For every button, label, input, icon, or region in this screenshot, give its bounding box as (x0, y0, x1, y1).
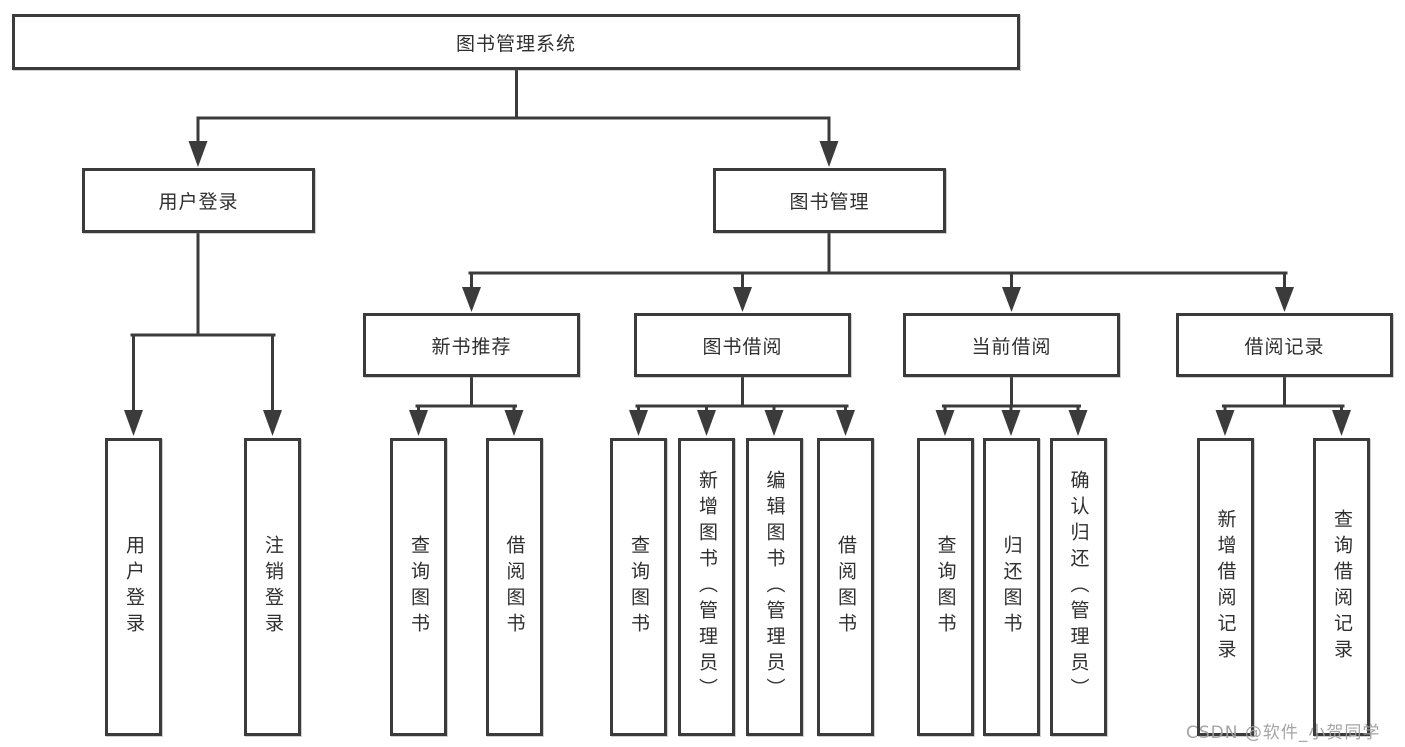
node-label: 查询图书 (628, 535, 650, 639)
node-book-borrowing: 图书借阅 (634, 313, 851, 377)
node-label: 借阅图书 (835, 535, 857, 639)
node-label: 图书借阅 (702, 335, 783, 358)
arrowheads-user-login (124, 410, 282, 436)
leaf-borrowing-add-books-admin: 新增图书（管理员） (678, 438, 735, 736)
connector-group-user-login (130, 231, 276, 414)
node-new-book-recommend: 新书推荐 (363, 313, 580, 377)
arrowheads-level3 (462, 287, 1294, 312)
node-label: 新增借阅记录 (1214, 509, 1237, 665)
leaf-borrowing-query-books: 查询图书 (610, 438, 667, 736)
leaf-logout-login: 注销登录 (244, 438, 301, 736)
node-user-login: 用户登录 (82, 168, 315, 233)
node-label: 注销登录 (262, 535, 284, 639)
node-book-management: 图书管理 (713, 168, 946, 233)
node-label: 新增图书（管理员） (696, 470, 718, 704)
node-label: 用户登录 (158, 191, 239, 213)
node-borrowing-records: 借阅记录 (1176, 313, 1393, 377)
node-label: 查询图书 (408, 535, 430, 639)
arrowheads-level2 (188, 141, 839, 167)
leaf-current-query-books: 查询图书 (916, 438, 974, 736)
leaf-current-return-books: 归还图书 (982, 438, 1040, 736)
arrowheads-leaves (409, 410, 1351, 436)
connector-group-root-to-level2 (196, 68, 831, 145)
node-label: 借阅图书 (503, 535, 526, 639)
node-current-borrowing: 当前借阅 (903, 313, 1120, 377)
csdn-watermark: CSDN @软件_小贺同学 (1186, 723, 1381, 743)
node-label: 查询图书 (934, 535, 957, 639)
node-label: 新书推荐 (431, 335, 512, 358)
node-label: 图书管理 (789, 191, 870, 213)
node-label: 确认归还（管理员） (1067, 470, 1090, 704)
node-label: 查询借阅记录 (1331, 509, 1353, 665)
connector-group-leaf-branches (415, 375, 1345, 414)
node-label: 当前借阅 (971, 335, 1052, 358)
node-library-management-system: 图书管理系统 (12, 14, 1020, 70)
leaf-borrowing-borrow-books: 借阅图书 (817, 438, 874, 736)
node-label: 用户登录 (123, 535, 145, 639)
leaf-records-add-record: 新增借阅记录 (1196, 438, 1254, 736)
leaf-records-query-record: 查询借阅记录 (1313, 438, 1370, 736)
leaf-user-login: 用户登录 (105, 438, 162, 736)
leaf-current-confirm-return-admin: 确认归还（管理员） (1049, 438, 1107, 736)
node-label: 图书管理系统 (455, 32, 576, 55)
leaf-recommend-borrow-books: 借阅图书 (485, 438, 543, 736)
leaf-recommend-query-books: 查询图书 (390, 438, 447, 736)
node-label: 借阅记录 (1244, 335, 1325, 358)
node-label: 归还图书 (1000, 535, 1023, 639)
leaf-borrowing-edit-books-admin: 编辑图书（管理员） (745, 438, 803, 736)
connector-group-book-management (468, 231, 1288, 291)
node-label: 编辑图书（管理员） (763, 470, 786, 704)
